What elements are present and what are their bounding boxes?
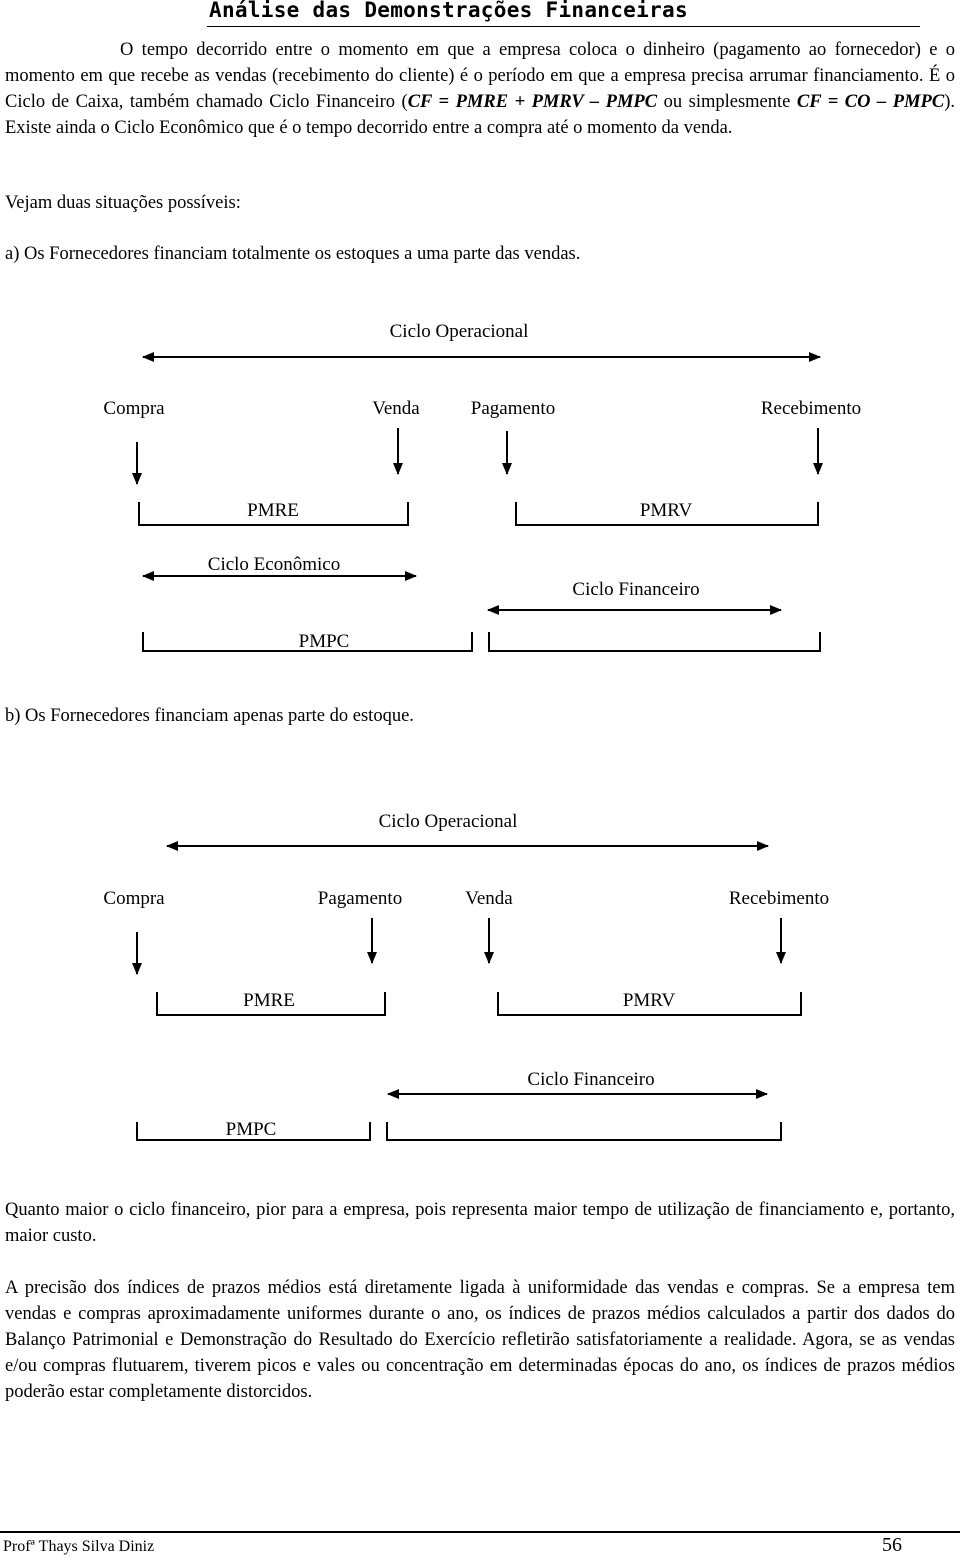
diagram-a-pmrv-label: PMRV bbox=[639, 500, 693, 521]
formula-cf-short: CF = CO – PMPC bbox=[796, 92, 945, 112]
diagram-a-compra-label: Compra bbox=[103, 398, 165, 419]
diagram-b-pmpc-label: PMPC bbox=[225, 1119, 277, 1140]
diagram-b-pmpc-bracket bbox=[136, 1122, 371, 1141]
formula-cf-full: CF = PMRE + PMRV – PMPC bbox=[407, 92, 658, 112]
diagram-b-pmrv-label: PMRV bbox=[622, 990, 676, 1011]
quanto-paragraph: Quanto maior o ciclo financeiro, pior pa… bbox=[5, 1200, 955, 1246]
diagram-b-ciclo-operacional-label: Ciclo Operacional bbox=[378, 811, 518, 832]
diagram-a-pmrv-bracket bbox=[515, 502, 819, 526]
footer-author: Profª Thays Silva Diniz bbox=[3, 1538, 155, 1555]
diagram-b-recebimento-label: Recebimento bbox=[728, 888, 830, 909]
diagram-a-financeiro-bracket bbox=[488, 632, 821, 652]
diagram-a-ciclo-economico-label: Ciclo Econômico bbox=[207, 554, 341, 575]
situation-b-text: b) Os Fornecedores financiam apenas part… bbox=[5, 706, 414, 726]
precisao-paragraph: A precisão dos índices de prazos médios … bbox=[5, 1278, 955, 1402]
diagram-a-pmpc-bracket bbox=[142, 632, 473, 652]
diagram-a-venda-label: Venda bbox=[372, 398, 420, 419]
intro-text-c: ). Existe ainda o Ciclo Econômico que é … bbox=[5, 92, 955, 138]
diagram-a-ciclo-operacional-label: Ciclo Operacional bbox=[389, 321, 529, 342]
footer-rule bbox=[0, 1531, 960, 1533]
diagram-a-pmre-bracket bbox=[138, 502, 409, 526]
diagram-b-pmrv-bracket bbox=[497, 992, 802, 1016]
page-number: 56 bbox=[882, 1534, 902, 1556]
intro-text-a: O tempo decorrido entre o momento em que… bbox=[5, 40, 955, 112]
diagram-a-recebimento-label: Recebimento bbox=[760, 398, 862, 419]
situation-a-text: a) Os Fornecedores financiam totalmente … bbox=[5, 244, 581, 264]
diagram-b-pmre-label: PMRE bbox=[243, 990, 295, 1011]
header-rule bbox=[207, 26, 920, 27]
diagram-a-ciclo-financeiro-label: Ciclo Financeiro bbox=[572, 579, 700, 600]
diagram-b-compra-label: Compra bbox=[103, 888, 165, 909]
situations-intro: Vejam duas situações possíveis: bbox=[5, 193, 241, 213]
diagram-b-pagamento-label: Pagamento bbox=[317, 888, 403, 909]
diagram-a-pmpc-label: PMPC bbox=[298, 631, 350, 652]
diagram-b-financeiro-bracket bbox=[386, 1122, 782, 1141]
diagram-b-ciclo-financeiro-label: Ciclo Financeiro bbox=[527, 1069, 655, 1090]
diagram-b-venda-label: Venda bbox=[465, 888, 513, 909]
diagram-a-pmre-label: PMRE bbox=[247, 500, 299, 521]
diagram-a-pagamento-label: Pagamento bbox=[470, 398, 556, 419]
diagram-b-pmre-bracket bbox=[156, 992, 386, 1016]
intro-text-b: ou simplesmente bbox=[657, 92, 797, 112]
intro-paragraph: O tempo decorrido entre o momento em que… bbox=[5, 37, 955, 141]
page-header-title: Análise das Demonstrações Financeiras bbox=[209, 0, 688, 22]
